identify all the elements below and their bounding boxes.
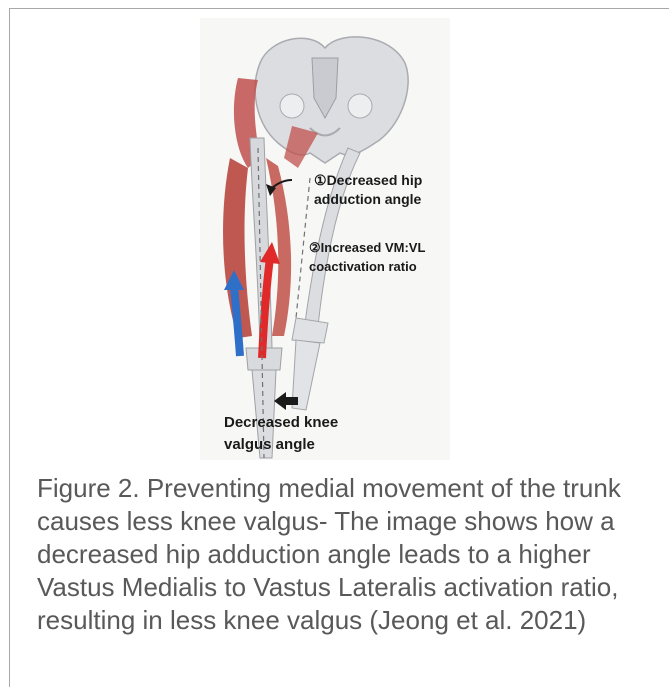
pelvis <box>255 37 408 163</box>
leg-anatomy-svg <box>200 18 450 460</box>
label-knee-valgus-line2: valgus angle <box>224 436 315 453</box>
figure-caption: Figure 2. Preventing medial movement of … <box>37 472 637 637</box>
label-hip-adduction-line1: ①Decreased hip <box>314 172 422 189</box>
anatomy-illustration: ①Decreased hip adduction angle ②Increase… <box>200 18 450 460</box>
label-knee-valgus-line1: Decreased knee <box>224 414 338 431</box>
label-vmvl-line2: coactivation ratio <box>309 259 417 274</box>
label-hip-adduction-line2: adduction angle <box>314 191 421 207</box>
label-vmvl-line1: ②Increased VM:VL <box>309 240 425 256</box>
